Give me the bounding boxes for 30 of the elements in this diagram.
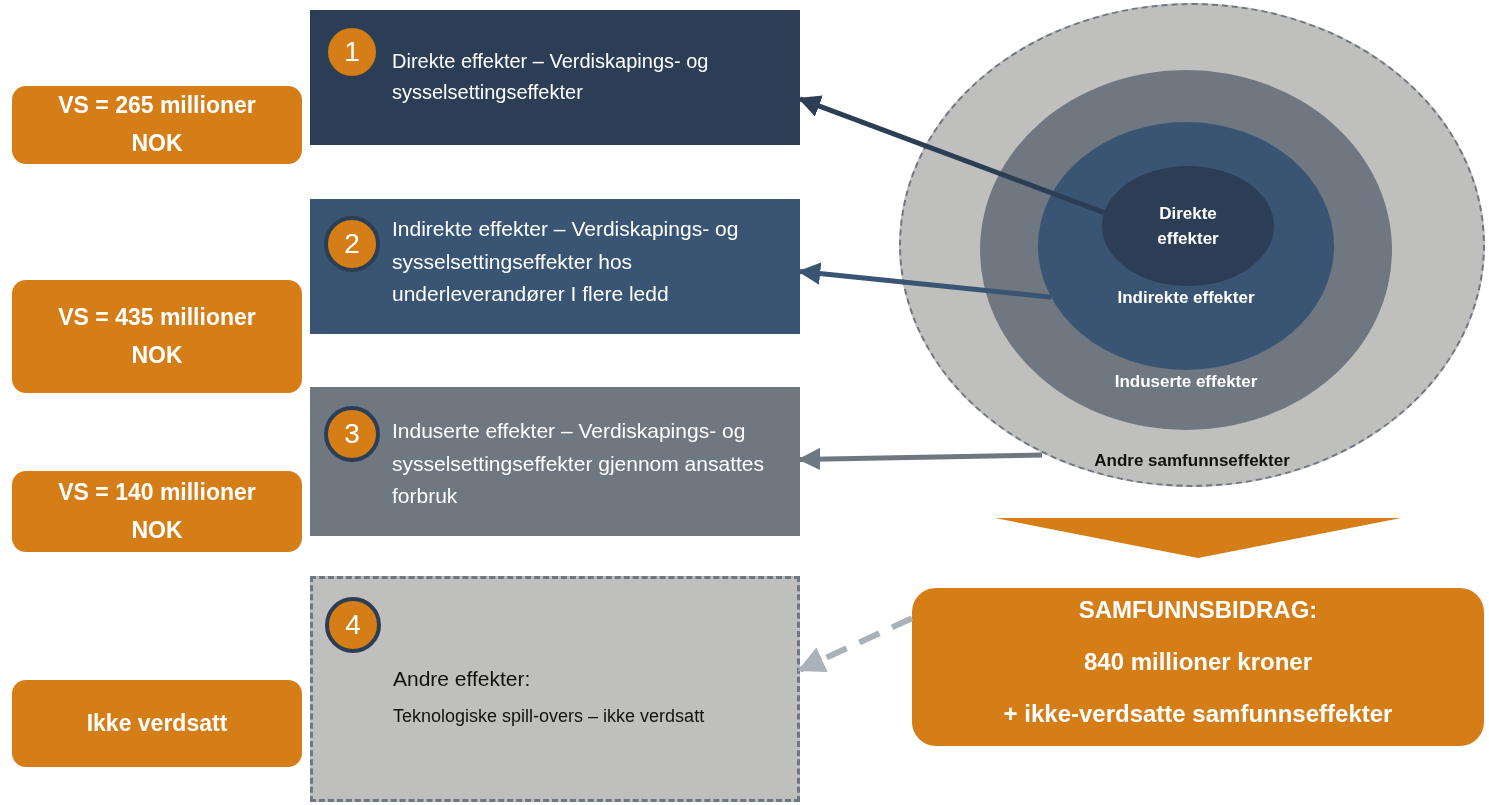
number-circle: 1 — [328, 28, 376, 76]
ring-label: Andre samfunnseffekter — [1093, 451, 1291, 471]
arrow — [797, 262, 1052, 300]
chevron-arrow — [995, 518, 1401, 558]
description-text: Direkte effekter – Verdiskapings- og sysselsettingseffekter — [392, 49, 710, 105]
effect-panel — [310, 387, 800, 536]
description-text: Induserte effekter – Verdiskapings- og sysselsettingseffekter gjennom ansattes forbruk — [392, 418, 765, 510]
effect-panel — [310, 10, 800, 145]
number-circle: 2 — [324, 216, 380, 272]
value-badge: VS = 265 millioner NOK — [12, 86, 302, 164]
arrow — [797, 95, 1106, 215]
value-badge: Ikke verdsatt — [12, 680, 302, 767]
effect-panel — [310, 199, 800, 334]
value-badge: VS = 140 millioner NOK — [12, 471, 302, 552]
arrow — [797, 615, 914, 673]
result-text: 840 millioner kroner — [1082, 648, 1314, 676]
detail-text: Teknologiske spill-overs – ikke verdsatt — [393, 705, 706, 728]
ring-label: Induserte effekter — [1113, 372, 1259, 392]
effect-panel — [310, 576, 800, 802]
number-circle: 4 — [325, 597, 381, 653]
arrow — [797, 447, 1043, 471]
description-text: Indirekte effekter – Verdiskapings- og sysselsettingseffekter hos underleverandører I flere ledd — [392, 216, 740, 308]
result-panel — [912, 588, 1484, 746]
result-heading: SAMFUNNSBIDRAG: — [1077, 596, 1319, 624]
description-text: Andre effekter: — [393, 666, 532, 692]
number-circle: 3 — [324, 406, 380, 462]
effect-ellipse: Direkte effekter — [1102, 166, 1274, 286]
result-text: + ikke-verdsatte samfunnseffekter — [1002, 700, 1394, 728]
ring-label: Indirekte effekter — [1116, 288, 1256, 308]
value-badge: VS = 435 millioner NOK — [12, 280, 302, 393]
